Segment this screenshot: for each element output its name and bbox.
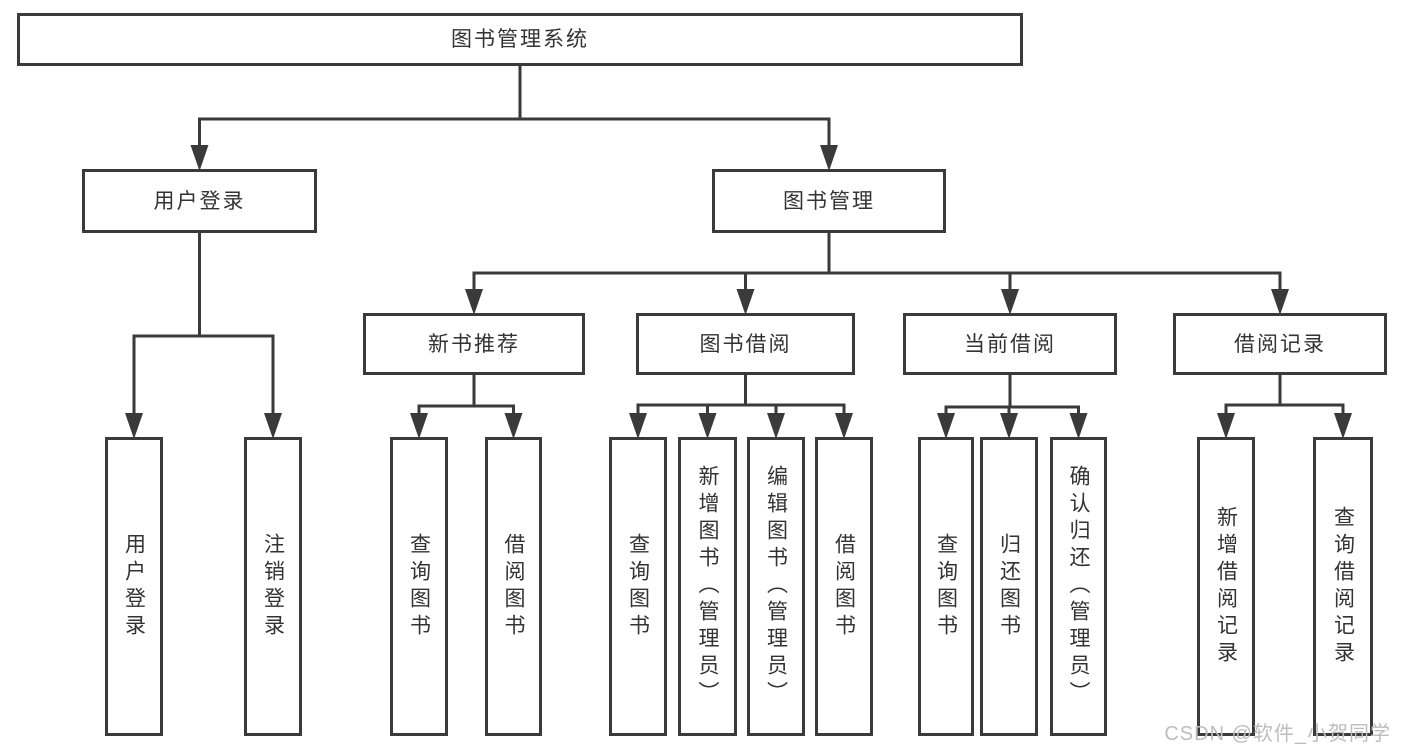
node-book-borrow: 图书借阅 — [636, 313, 855, 375]
arrowhead-icon — [125, 413, 143, 439]
node-current-borrow: 当前借阅 — [903, 313, 1117, 375]
arrowhead-icon — [465, 289, 483, 315]
node-label: 新增图书（管理员） — [696, 465, 719, 708]
node-cb-query: 查询图书 — [918, 437, 974, 736]
arrowhead-icon — [1334, 413, 1352, 439]
node-label: 借阅图书 — [832, 532, 856, 641]
node-user-login: 用户登录 — [82, 169, 317, 233]
arrowhead-icon — [629, 413, 647, 439]
node-label: 查询图书 — [626, 532, 650, 641]
node-cb-confirm: 确认归还（管理员） — [1050, 437, 1107, 736]
node-label: 查询借阅记录 — [1331, 505, 1355, 668]
node-borrow-records: 借阅记录 — [1173, 313, 1387, 375]
node-label: 借阅记录 — [1234, 332, 1326, 356]
watermark: CSDN @软件_小贺同学 — [1164, 723, 1391, 745]
node-book-mgmt: 图书管理 — [712, 169, 946, 233]
arrowhead-icon — [835, 413, 853, 439]
node-label: 确认归还（管理员） — [1067, 465, 1090, 708]
node-label: 查询图书 — [934, 532, 958, 641]
node-logout: 注销登录 — [244, 437, 302, 736]
arrowhead-icon — [264, 413, 282, 439]
arrowhead-icon — [1000, 413, 1018, 439]
node-label: 图书管理 — [783, 189, 875, 213]
node-label: 图书管理系统 — [451, 28, 589, 51]
node-nb-borrow: 借阅图书 — [485, 437, 542, 736]
node-label: 新增借阅记录 — [1214, 505, 1238, 668]
node-cb-return: 归还图书 — [980, 437, 1038, 736]
arrowhead-icon — [190, 145, 209, 171]
node-new-book-rec: 新书推荐 — [363, 313, 585, 375]
node-login: 用户登录 — [105, 437, 163, 736]
node-label: 新书推荐 — [428, 332, 520, 356]
arrowhead-icon — [504, 413, 523, 439]
arrowhead-icon — [1271, 289, 1289, 315]
arrowhead-icon — [1001, 289, 1019, 315]
arrowhead-icon — [736, 289, 755, 315]
node-label: 图书借阅 — [699, 332, 792, 356]
node-root: 图书管理系统 — [17, 13, 1023, 66]
node-bb-edit: 编辑图书（管理员） — [747, 437, 805, 736]
arrowhead-icon — [1069, 413, 1088, 439]
arrowhead-icon — [767, 413, 785, 439]
node-label: 用户登录 — [153, 189, 246, 213]
node-bb-query: 查询图书 — [609, 437, 667, 736]
node-nb-query: 查询图书 — [390, 437, 448, 736]
node-bb-add: 新增图书（管理员） — [678, 437, 737, 736]
arrowhead-icon — [1217, 413, 1235, 439]
node-label: 用户登录 — [122, 532, 146, 641]
node-bb-borrow: 借阅图书 — [815, 437, 873, 736]
arrowhead-icon — [698, 413, 717, 439]
node-label: 借阅图书 — [502, 532, 525, 641]
arrowhead-icon — [937, 413, 955, 439]
arrowhead-icon — [820, 145, 838, 171]
node-label: 查询图书 — [407, 532, 431, 641]
node-br-query: 查询借阅记录 — [1313, 437, 1373, 736]
arrowhead-icon — [410, 413, 428, 439]
node-label: 归还图书 — [997, 532, 1021, 641]
node-br-add: 新增借阅记录 — [1197, 437, 1255, 736]
node-label: 编辑图书（管理员） — [764, 465, 788, 708]
node-label: 当前借阅 — [964, 332, 1056, 356]
node-label: 注销登录 — [261, 532, 285, 641]
